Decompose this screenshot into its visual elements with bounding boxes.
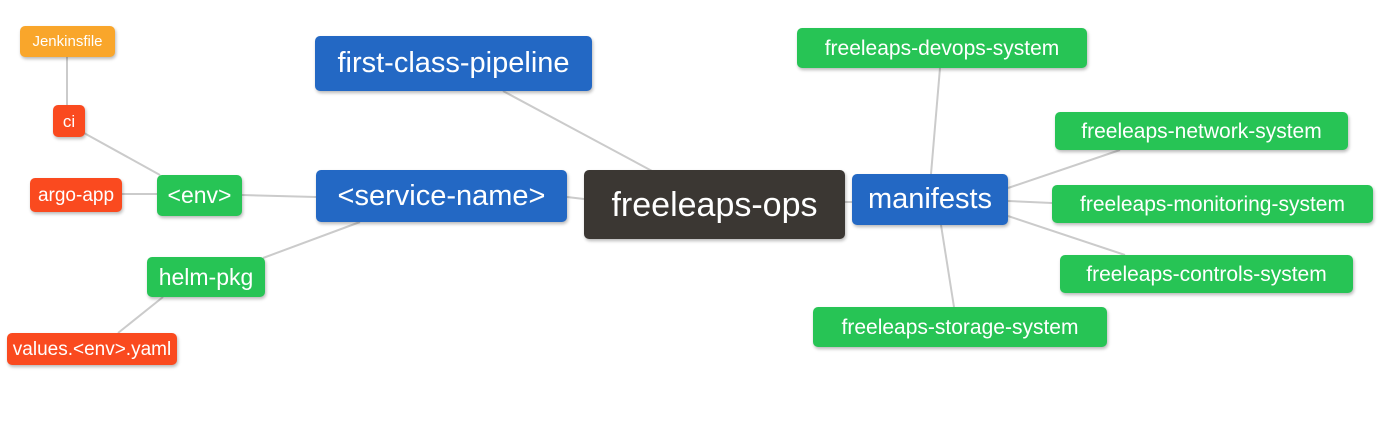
mindmap-node-label: argo-app bbox=[37, 184, 115, 206]
edge-ci-env bbox=[83, 132, 161, 176]
mindmap-node-manifests[interactable]: manifests bbox=[852, 174, 1008, 225]
mindmap-node-label: freeleaps-storage-system bbox=[841, 315, 1079, 339]
mindmap-node-helm-pkg[interactable]: helm-pkg bbox=[147, 257, 265, 297]
edge-service-name-freeleaps-ops bbox=[566, 196, 585, 200]
mindmap-node-values-env-yaml[interactable]: values.<env>.yaml bbox=[7, 333, 177, 365]
edge-env-service-name bbox=[241, 194, 317, 198]
mindmap-node-label: freeleaps-ops bbox=[611, 185, 818, 224]
mindmap-node-label: first-class-pipeline bbox=[337, 47, 570, 79]
mindmap-node-monitoring-system[interactable]: freeleaps-monitoring-system bbox=[1052, 185, 1373, 223]
mindmap-node-first-class-pipeline[interactable]: first-class-pipeline bbox=[315, 36, 592, 91]
mindmap-node-label: <service-name> bbox=[337, 179, 546, 212]
mindmap-node-service-name[interactable]: <service-name> bbox=[316, 170, 567, 222]
mindmap-node-label: helm-pkg bbox=[158, 263, 254, 290]
mindmap-node-controls-system[interactable]: freeleaps-controls-system bbox=[1060, 255, 1353, 293]
mindmap-node-freeleaps-ops[interactable]: freeleaps-ops bbox=[584, 170, 845, 239]
edge-helm-pkg-service-name bbox=[262, 221, 361, 259]
mindmap-node-storage-system[interactable]: freeleaps-storage-system bbox=[813, 307, 1107, 347]
mindmap-node-ci[interactable]: ci bbox=[53, 105, 85, 137]
mindmap-node-label: freeleaps-network-system bbox=[1081, 119, 1322, 143]
mindmap-node-network-system[interactable]: freeleaps-network-system bbox=[1055, 112, 1348, 150]
edge-manifests-controls-system bbox=[1007, 215, 1126, 256]
mindmap-node-label: freeleaps-controls-system bbox=[1086, 262, 1327, 286]
mindmap-node-label: manifests bbox=[867, 183, 993, 215]
mindmap-node-label: values.<env>.yaml bbox=[12, 338, 172, 360]
edge-manifests-devops-system bbox=[930, 67, 941, 175]
mindmap-node-argo-app[interactable]: argo-app bbox=[30, 178, 122, 212]
edge-values-env-yaml-helm-pkg bbox=[117, 296, 164, 334]
mindmap-node-devops-system[interactable]: freeleaps-devops-system bbox=[797, 28, 1087, 68]
mindmap-node-label: Jenkinsfile bbox=[32, 33, 103, 50]
edge-manifests-network-system bbox=[1007, 149, 1121, 189]
mindmap-node-label: freeleaps-devops-system bbox=[824, 36, 1060, 60]
mindmap-node-label: freeleaps-monitoring-system bbox=[1080, 192, 1345, 216]
mindmap-node-label: <env> bbox=[167, 182, 232, 208]
edge-manifests-storage-system bbox=[940, 224, 955, 308]
mindmap-node-env[interactable]: <env> bbox=[157, 175, 242, 216]
edge-manifests-monitoring-system bbox=[1007, 200, 1053, 204]
mindmap-node-jenkinsfile[interactable]: Jenkinsfile bbox=[20, 26, 115, 57]
edge-first-class-pipeline-freeleaps-ops bbox=[502, 90, 653, 172]
mindmap-node-label: ci bbox=[62, 111, 76, 131]
